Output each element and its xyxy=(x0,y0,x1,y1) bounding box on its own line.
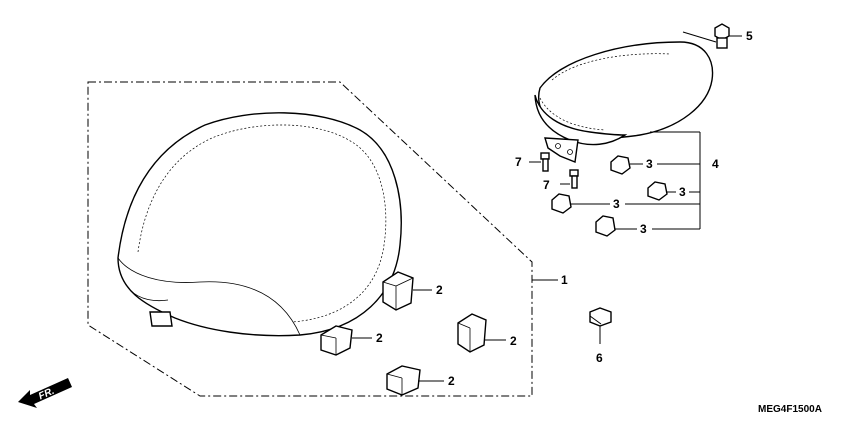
callout-2: 2 xyxy=(376,331,383,345)
bracket-part-2[interactable] xyxy=(386,365,421,396)
bolt-part-7[interactable] xyxy=(540,152,550,172)
callout-2: 2 xyxy=(510,334,517,348)
callout-3: 3 xyxy=(613,197,620,211)
cushion-part-3[interactable] xyxy=(647,181,668,201)
bolt-part-7[interactable] xyxy=(569,169,579,189)
cushion-part-3[interactable] xyxy=(595,215,616,237)
callout-1: 1 xyxy=(561,273,568,287)
callout-2: 2 xyxy=(436,283,443,297)
callout-4: 4 xyxy=(712,157,719,171)
callout-7: 7 xyxy=(543,178,550,192)
seat-assembly-boundary xyxy=(87,81,533,397)
diagram-part-code: MEG4F1500A xyxy=(758,404,822,415)
cushion-part-3[interactable] xyxy=(610,155,631,175)
callout-3: 3 xyxy=(679,185,686,199)
bracket-part-2[interactable] xyxy=(382,271,414,311)
bracket-part-2[interactable] xyxy=(457,313,487,353)
callout-7: 7 xyxy=(515,155,522,169)
front-direction-arrow: FR. xyxy=(18,378,72,408)
callout-5: 5 xyxy=(746,29,753,43)
callout-3: 3 xyxy=(646,157,653,171)
bracket-part-2[interactable] xyxy=(320,325,353,356)
callout-2: 2 xyxy=(448,374,455,388)
callout-3: 3 xyxy=(640,222,647,236)
pillion-seat[interactable] xyxy=(534,41,714,163)
callout-6: 6 xyxy=(596,351,603,365)
main-seat[interactable] xyxy=(117,112,402,337)
cushion-part-3[interactable] xyxy=(551,193,572,214)
screw-part-6[interactable] xyxy=(589,307,612,327)
leader-lines xyxy=(352,31,742,382)
bolt-part-5[interactable] xyxy=(714,23,730,49)
